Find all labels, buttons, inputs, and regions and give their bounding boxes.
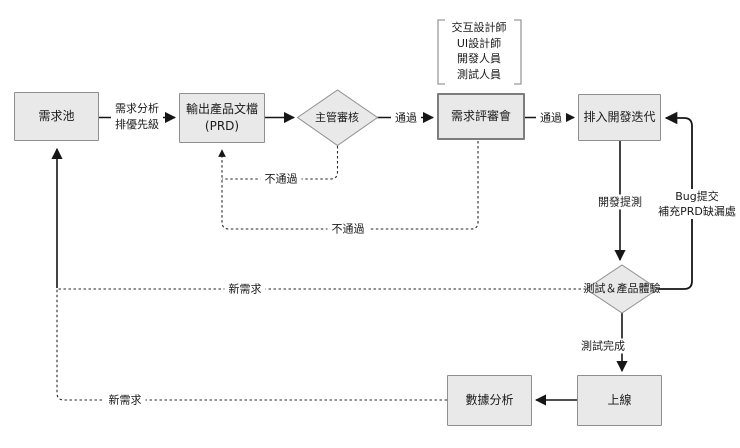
edge-label-bug-line1: Bug提交 <box>675 190 719 203</box>
edge-label-fail-supervisor: 不通過 <box>260 171 302 187</box>
edge-label-pass-supervisor: 通過 <box>391 110 421 126</box>
node-prd-output: 輸出產品文檔 (PRD) <box>179 93 265 143</box>
role-interaction-designer: 交互設計師 <box>451 21 507 34</box>
node-go-live: 上線 <box>577 375 662 426</box>
edge-label-dev-submit-test: 開發提測 <box>594 194 646 210</box>
node-prd-output-label-line2: (PRD) <box>204 119 240 133</box>
edge-label-new-requirement-from-test: 新需求 <box>224 281 266 297</box>
node-go-live-label: 上線 <box>607 393 632 407</box>
edge-label-analysis-line1: 需求分析 <box>115 102 159 115</box>
node-requirement-review-meeting: 需求評審會 <box>437 93 525 140</box>
bracket-left-icon <box>437 19 445 85</box>
dashed-supervisor-fail <box>222 146 339 180</box>
edge-label-analysis-priority: 需求分析 排優先級 <box>111 101 163 133</box>
node-dev-iteration: 排入開發迭代 <box>578 94 661 141</box>
edge-label-test-complete: 測試完成 <box>577 338 629 354</box>
diamond-test-product-experience-label: 測試＆產品體驗 <box>583 282 661 295</box>
diamond-test-product-experience <box>585 264 659 314</box>
role-developer: 開發人員 <box>457 52 501 65</box>
edge-label-bug-loop: Bug提交 補充PRD缺漏處 <box>654 189 740 219</box>
edge-label-bug-line2: 補充PRD缺漏處 <box>658 205 736 218</box>
node-data-analysis: 數據分析 <box>447 375 532 426</box>
node-dev-iteration-label: 排入開發迭代 <box>583 110 656 124</box>
diamond-supervisor-review-label: 主管審核 <box>315 111 359 124</box>
node-prd-output-label-line1: 輸出產品文檔 <box>185 102 258 116</box>
edge-label-pass-review: 通過 <box>536 110 566 126</box>
node-requirement-review-meeting-label: 需求評審會 <box>450 109 511 123</box>
bracket-right-icon <box>514 19 522 85</box>
node-data-analysis-label: 數據分析 <box>465 393 514 407</box>
edge-label-new-requirement-from-analysis: 新需求 <box>104 392 146 408</box>
node-requirement-pool-label: 需求池 <box>38 109 75 123</box>
team-roles-annotation: 交互設計師 UI設計師 開發人員 測試人員 <box>452 20 507 82</box>
edge-label-analysis-line2: 排優先級 <box>115 118 159 131</box>
role-tester: 測試人員 <box>457 67 501 81</box>
node-requirement-pool: 需求池 <box>14 92 99 141</box>
diamond-supervisor-review <box>296 89 379 147</box>
edge-label-fail-review: 不通過 <box>327 221 369 237</box>
role-ui-designer: UI設計師 <box>456 36 502 50</box>
dashed-newreq-from-analysis <box>56 289 447 401</box>
